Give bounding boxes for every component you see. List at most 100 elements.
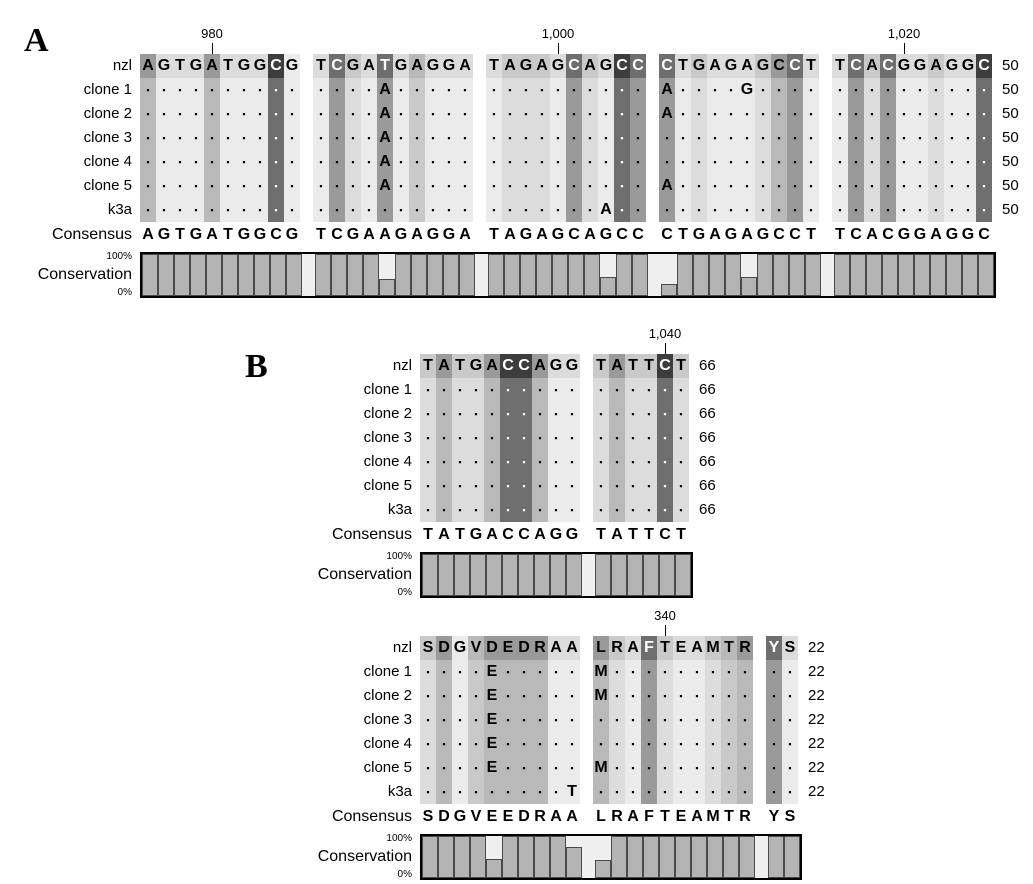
sequence-cell: ▪ (976, 150, 992, 174)
sequence-cell: ▪ (691, 174, 707, 198)
sequence-residue: ▪ (508, 180, 512, 191)
sequence-residue: ▪ (335, 84, 339, 95)
sequence-residue: ▪ (447, 132, 451, 143)
sequence-residue: ▪ (426, 432, 430, 443)
sequence-cell: ▪ (657, 684, 673, 708)
sequence-residue: ▪ (838, 204, 842, 215)
sequence-residue: ▪ (838, 132, 842, 143)
sequence-block: ▪▪▪▪A▪▪▪▪▪ (313, 150, 473, 174)
sequence-residue: ▪ (274, 108, 278, 119)
sequence-residue: C (518, 357, 530, 374)
sequence-residue: ▪ (902, 180, 906, 191)
sequence-residue: ▪ (631, 714, 635, 725)
sequence-cell: ▪ (204, 102, 220, 126)
sequence-cell: ▪ (252, 150, 268, 174)
row-end-position: 50 (1002, 201, 1019, 218)
conservation-bar-fill (627, 554, 643, 596)
conservation-bar-fill (422, 836, 438, 878)
consensus-residue: M (706, 808, 720, 825)
sequence-cell: ▪ (657, 474, 673, 498)
sequence-cell: ▪ (436, 402, 452, 426)
sequence-residue: E (486, 687, 498, 704)
consensus-residue: G (945, 226, 959, 243)
sequence-cell: ▪ (566, 174, 582, 198)
conservation-plot-panel-a: 100% Conservation 0% (20, 252, 1019, 298)
sequence-cell: C (659, 54, 675, 78)
conservation-label: Conservation (317, 566, 412, 583)
conservation-block (595, 554, 691, 596)
consensus-cell: T (803, 222, 819, 248)
sequence-cell: ▪ (641, 474, 657, 498)
sequence-residue: T (628, 357, 638, 374)
ruler-tick-label: 1,020 (887, 26, 921, 41)
sequence-residue: ▪ (599, 408, 603, 419)
sequence-residue: ▪ (426, 762, 430, 773)
sequence-cell: ▪ (457, 150, 473, 174)
sequence-cell: ▪ (609, 660, 625, 684)
sequence-cell: ▪ (548, 426, 564, 450)
sequence-cell: ▪ (172, 126, 188, 150)
sequence-block: ▪▪▪▪▪▪▪▪▪▪ (486, 150, 646, 174)
ruler-tick: 1,000 (528, 27, 588, 54)
conservation-bar-fill (757, 254, 773, 296)
row-label: clone 3 (363, 711, 412, 728)
sequence-cell: ▪ (252, 78, 268, 102)
sequence-residue: ▪ (743, 738, 747, 749)
sequence-cell: ▪ (468, 402, 484, 426)
consensus-cell: C (848, 222, 864, 248)
row-end-position: 50 (1002, 105, 1019, 122)
sequence-cell: ▪ (452, 378, 468, 402)
sequence-residue: ▪ (918, 108, 922, 119)
sequence-cell: C (848, 54, 864, 78)
sequence-cell: ▪ (452, 732, 468, 756)
sequence-cell: ▪ (236, 198, 252, 222)
sequence-cell: ▪ (864, 126, 880, 150)
sequence-residue: ▪ (426, 408, 430, 419)
sequence-cell: G (425, 54, 441, 78)
sequence-cell: ▪ (518, 150, 534, 174)
consensus-cell: E (500, 804, 516, 830)
sequence-residue: C (502, 357, 514, 374)
alignment-row: clone 5▪▪▪▪▪▪▪▪▪▪▪▪▪▪▪▪66 (300, 474, 716, 498)
sequence-cell: ▪ (393, 102, 409, 126)
sequence-cell: ▪ (766, 756, 782, 780)
sequence-residue: G (285, 57, 299, 74)
sequence-residue: M (594, 663, 608, 680)
sequence-cell: T (486, 54, 502, 78)
sequence-block: ▪▪▪▪▪▪▪▪▪▪ (832, 78, 992, 102)
consensus-residue: C (518, 526, 530, 543)
sequence-cell: ▪ (550, 198, 566, 222)
sequence-residue: ▪ (620, 180, 624, 191)
sequence-residue: ▪ (745, 108, 749, 119)
conservation-bar (773, 254, 789, 296)
consensus-residue: S (784, 808, 796, 825)
row-label: clone 2 (363, 405, 412, 422)
sequence-residue: ▪ (631, 456, 635, 467)
sequence-residue: ▪ (556, 132, 560, 143)
sequence-cell: ▪ (848, 126, 864, 150)
sequence-residue: ▪ (711, 786, 715, 797)
consensus-cell: G (252, 222, 268, 248)
sequence-residue: T (316, 57, 326, 74)
sequence-cell: G (960, 54, 976, 78)
sequence-cell: ▪ (268, 78, 284, 102)
sequence-residue: ▪ (538, 666, 542, 677)
sequence-cell: ▪ (534, 102, 550, 126)
sequence-cell: ▪ (566, 78, 582, 102)
sequence-residue: ▪ (274, 180, 278, 191)
conservation-axis-panel-b-protein: 100% Conservation 0% (300, 834, 420, 880)
sequence-cell: ▪ (393, 78, 409, 102)
sequence-residue: ▪ (793, 84, 797, 95)
conservation-bar-fill (550, 554, 566, 596)
sequence-cell: ▪ (532, 756, 548, 780)
sequence-residue: ▪ (458, 762, 462, 773)
sequence-residue: G (945, 57, 959, 74)
conservation-bar (504, 254, 520, 296)
sequence-residue: ▪ (290, 84, 294, 95)
sequence-cell: ▪ (468, 708, 484, 732)
sequence-cell: A (689, 636, 705, 660)
sequence-residue: ▪ (599, 504, 603, 515)
conservation-bar (459, 254, 475, 296)
conservation-bar-fill (238, 254, 254, 296)
